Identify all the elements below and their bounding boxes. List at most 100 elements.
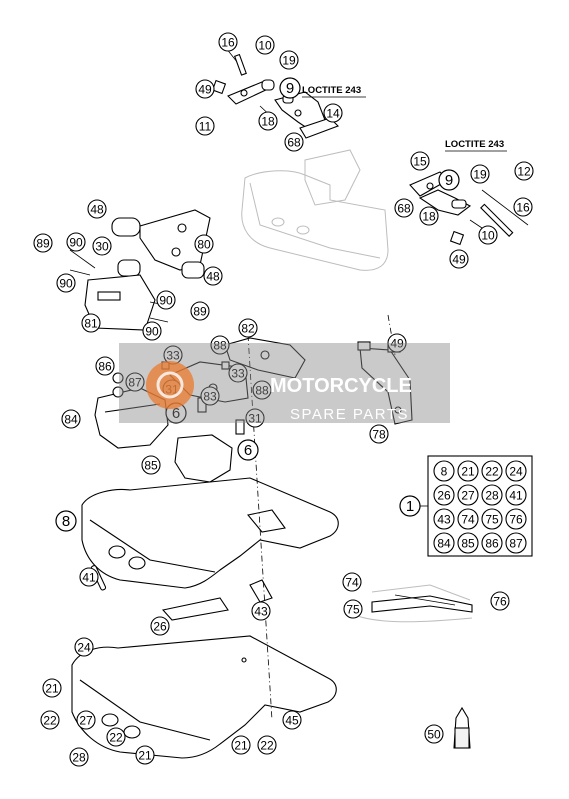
kit-item: 43 — [433, 508, 455, 530]
callout-number: 78 — [372, 428, 386, 442]
kit-item: 21 — [457, 460, 479, 482]
callout-number: 22 — [260, 739, 274, 753]
callout-number: 49 — [198, 83, 212, 97]
callout-c22b: 22 — [106, 727, 126, 747]
kit-item: 22 — [481, 460, 503, 482]
callout-number: 8 — [62, 513, 70, 530]
callout-number: 26 — [153, 620, 167, 634]
kit-item-number: 85 — [461, 537, 475, 551]
callout-c75: 75 — [343, 599, 363, 619]
callout-number: 48 — [206, 270, 220, 284]
callout-c14: 14 — [323, 103, 343, 123]
kit-item: 24 — [505, 460, 527, 482]
callout-c18a: 18 — [258, 111, 278, 131]
callout-number: 86 — [98, 360, 112, 374]
callout-number: 27 — [79, 714, 93, 728]
skid-plate-24 — [71, 635, 337, 759]
watermark-subtitle: SPARE PARTS — [290, 406, 409, 423]
callout-c80: 80 — [194, 234, 214, 254]
callout-c21a: 21 — [42, 678, 62, 698]
callout-number: 68 — [397, 202, 411, 216]
callout-c1: 1 — [399, 495, 421, 517]
callout-number: 21 — [234, 739, 248, 753]
kit-item: 74 — [457, 508, 479, 530]
callout-number: 11 — [199, 120, 212, 134]
callout-number: 19 — [282, 54, 296, 68]
callout-c45: 45 — [282, 710, 302, 730]
kit-item: 27 — [457, 484, 479, 506]
callout-c8: 8 — [55, 510, 77, 532]
callout-number: 14 — [326, 107, 340, 121]
callout-c30: 30 — [92, 236, 112, 256]
callout-c86: 86 — [95, 356, 115, 376]
kit-item-number: 8 — [441, 465, 448, 479]
callout-number: 48 — [90, 203, 104, 217]
kit-item-number: 21 — [461, 465, 475, 479]
callout-c68b: 68 — [394, 198, 414, 218]
right-mount-group — [409, 171, 529, 246]
callout-c84: 84 — [61, 409, 81, 429]
callout-c26: 26 — [150, 616, 170, 636]
callout-c22a: 22 — [40, 710, 60, 730]
callout-number: 89 — [36, 237, 50, 251]
callout-number: 9 — [286, 80, 294, 97]
kit-item-number: 84 — [437, 537, 451, 551]
callout-c88a: 88 — [210, 335, 230, 355]
kit-item-number: 87 — [509, 537, 523, 551]
callout-c48b: 48 — [203, 266, 223, 286]
callout-number: 18 — [261, 115, 275, 129]
callout-number: 49 — [452, 253, 466, 267]
callout-c9a: 9 — [279, 77, 301, 99]
loctite-note-right: LOCTITE 243 — [445, 139, 504, 150]
callout-c12: 12 — [514, 161, 534, 181]
top-mount-group — [211, 47, 339, 139]
callout-c50: 50 — [424, 724, 444, 744]
callout-number: 15 — [413, 155, 427, 169]
callout-number: 83 — [203, 390, 217, 404]
callout-number: 43 — [254, 605, 268, 619]
callout-number: 12 — [517, 165, 531, 179]
callout-c78: 78 — [369, 424, 389, 444]
kit-item-number: 43 — [437, 513, 451, 527]
callout-number: 88 — [255, 384, 269, 398]
callout-c11: 11 — [195, 116, 215, 136]
callout-number: 6 — [172, 405, 180, 422]
kit-item-number: 75 — [485, 513, 499, 527]
kit-item-number: 41 — [509, 489, 523, 503]
callout-c31b: 31 — [245, 408, 265, 428]
callout-c68a: 68 — [284, 132, 304, 152]
kit-item: 87 — [505, 532, 527, 554]
callout-c15: 15 — [410, 151, 430, 171]
callout-c49b: 49 — [449, 249, 469, 269]
kit-item-number: 86 — [485, 537, 499, 551]
callout-number: 41 — [82, 571, 96, 585]
axis-line-center — [247, 334, 273, 721]
kit-item-number: 26 — [437, 489, 451, 503]
callout-number: 16 — [516, 201, 530, 215]
callout-number: 24 — [77, 641, 91, 655]
callout-number: 90 — [59, 277, 73, 291]
callout-number: 80 — [197, 238, 211, 252]
kit-item-number: 27 — [461, 489, 475, 503]
callout-c18b: 18 — [419, 206, 439, 226]
callout-c22c: 22 — [257, 735, 277, 755]
callout-c19a: 19 — [279, 50, 299, 70]
callout-number: 81 — [84, 317, 98, 331]
kit-item: 84 — [433, 532, 455, 554]
callout-number: 74 — [345, 576, 359, 590]
callout-c85: 85 — [141, 455, 161, 475]
callout-number: 22 — [43, 714, 57, 728]
callout-number: 10 — [481, 229, 495, 243]
inset-detail — [354, 584, 473, 623]
callout-c90a: 90 — [66, 232, 86, 252]
kit-item: 8 — [433, 460, 455, 482]
callout-c16b: 16 — [513, 197, 533, 217]
callout-number: 33 — [166, 349, 180, 363]
kit-item-number: 24 — [509, 465, 523, 479]
callout-number: 30 — [95, 240, 109, 254]
callout-number: 90 — [145, 325, 159, 339]
kit-item: 76 — [505, 508, 527, 530]
callout-c81: 81 — [81, 313, 101, 333]
